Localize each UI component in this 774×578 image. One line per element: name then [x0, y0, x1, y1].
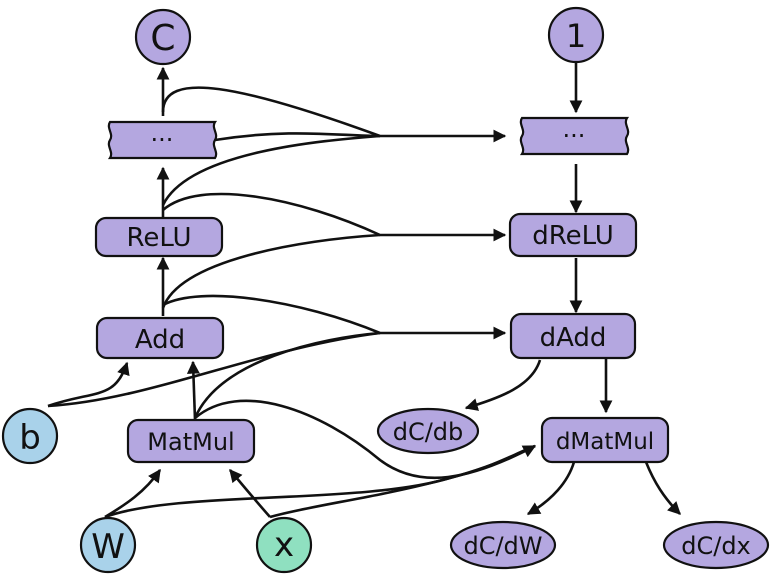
node-relu-label: ReLU — [126, 223, 191, 253]
edge-dadd-to-dcdb — [464, 359, 542, 411]
node-drelu: dReLU — [508, 212, 638, 258]
node-drelu-shape — [508, 212, 638, 258]
node-w: W — [79, 516, 137, 574]
node-x-shape — [255, 516, 313, 574]
node-dadd-label: dAdd — [540, 323, 607, 353]
node-dcdx-shape — [662, 520, 770, 570]
edge-dots-fwd-to-back-dots — [214, 132, 381, 142]
node-dadd: dAdd — [509, 312, 637, 360]
node-dcdx: dC/dx — [662, 520, 770, 570]
node-dcdb: dC/db — [376, 407, 480, 455]
node-backward-ellipsis-label: ··· — [563, 122, 586, 150]
node-c-shape — [134, 8, 192, 66]
node-dmatmul-shape — [540, 416, 670, 464]
node-backward-ellipsis: ··· — [519, 116, 630, 156]
edge-w-to-matmul — [104, 468, 162, 519]
edge-c-to-back-dots — [161, 86, 507, 143]
edges — [47, 62, 681, 519]
node-b-label: b — [19, 418, 41, 458]
node-x: x — [255, 516, 313, 574]
node-dcdx-label: dC/dx — [681, 532, 751, 560]
node-dcdb-shape — [376, 407, 480, 455]
edge-matmul-to-add — [186, 360, 200, 421]
node-add: Add — [95, 316, 225, 360]
node-dcdw-shape — [449, 520, 557, 570]
edge-add-to-drelu — [161, 233, 381, 309]
node-c-label: C — [150, 18, 175, 59]
node-add-shape — [95, 316, 225, 360]
node-dmatmul: dMatMul — [540, 416, 670, 464]
node-dcdb-label: dC/db — [393, 418, 464, 446]
node-w-label: W — [91, 527, 125, 567]
edge-relu-to-back-dots — [161, 134, 381, 206]
node-forward-ellipsis: ··· — [107, 120, 218, 160]
node-drelu-label: dReLU — [532, 221, 614, 251]
edge-dmatmul-to-dcdw — [526, 461, 576, 516]
node-matmul: MatMul — [126, 418, 256, 464]
node-matmul-shape — [126, 418, 256, 464]
node-add-label: Add — [135, 325, 185, 355]
node-relu: ReLU — [94, 216, 224, 258]
edge-x-to-dmatmul — [269, 444, 536, 519]
node-w-shape — [79, 516, 137, 574]
node-backward-ellipsis-shape — [519, 116, 630, 156]
node-dcdw: dC/dW — [449, 520, 557, 570]
node-x-label: x — [274, 525, 294, 565]
edge-b-to-dadd — [47, 331, 381, 408]
edge-x-to-matmul — [229, 469, 271, 518]
node-c: C — [134, 8, 192, 66]
edge-add-to-dadd — [162, 294, 507, 340]
node-dmatmul-label: dMatMul — [556, 429, 654, 455]
node-one: 1 — [547, 6, 605, 64]
node-b-shape — [1, 407, 59, 465]
node-dadd-shape — [509, 312, 637, 360]
node-forward-ellipsis-label: ··· — [151, 126, 174, 154]
node-one-label: 1 — [566, 17, 586, 55]
node-relu-shape — [94, 216, 224, 258]
edge-dmatmul-to-dcdx — [644, 461, 681, 515]
edge-relu-to-drelu — [162, 192, 507, 242]
edge-b-to-add — [47, 361, 130, 408]
node-one-shape — [547, 6, 605, 64]
node-dcdw-label: dC/dW — [463, 532, 542, 560]
node-forward-ellipsis-shape — [107, 120, 218, 160]
node-b: b — [1, 407, 59, 465]
node-matmul-label: MatMul — [147, 428, 234, 456]
